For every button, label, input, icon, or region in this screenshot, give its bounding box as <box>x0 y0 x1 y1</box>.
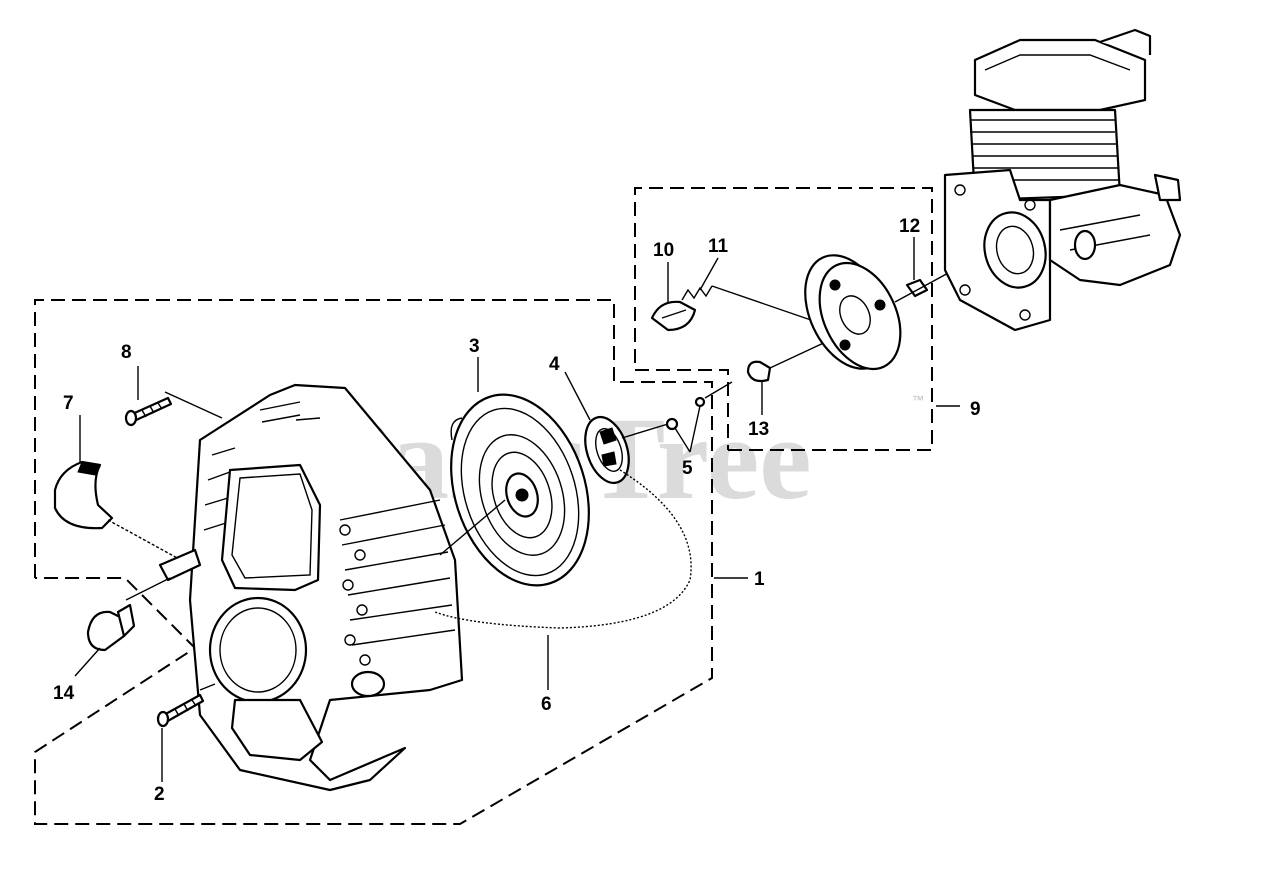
callout-10: 10 <box>653 240 674 261</box>
callout-7: 7 <box>63 393 74 414</box>
part-9-starter-pulley <box>804 254 902 371</box>
callout-4: 4 <box>549 354 560 375</box>
callout-3: 3 <box>469 336 480 357</box>
callout-5: 5 <box>682 458 693 479</box>
part-4-pulley <box>584 415 630 485</box>
callout-6: 6 <box>541 694 552 715</box>
callout-13: 13 <box>748 419 769 440</box>
callout-2: 2 <box>154 784 165 805</box>
callout-8: 8 <box>121 342 132 363</box>
assembly-1-boundary <box>34 299 713 825</box>
callout-12: 12 <box>899 216 920 237</box>
callout-9: 9 <box>970 399 981 420</box>
engine-assembly <box>943 28 1182 332</box>
part-14-primer-bulb <box>86 577 171 652</box>
starter-housing <box>188 383 464 792</box>
part-8-screw <box>124 391 223 427</box>
part-2-screw <box>156 683 216 728</box>
part-10-clip <box>650 300 697 332</box>
callout-14: 14 <box>53 683 75 704</box>
part-3-spring-reel <box>439 393 590 587</box>
callout-11: 11 <box>708 236 729 257</box>
part-13-bolt <box>746 339 831 383</box>
callout-1: 1 <box>754 569 765 590</box>
part-7-handle <box>53 460 202 582</box>
assembly-9-boundary <box>634 187 933 451</box>
part-6-rope <box>434 469 692 629</box>
watermark-trademark: ™ <box>912 393 924 407</box>
leader-lines <box>74 237 960 782</box>
